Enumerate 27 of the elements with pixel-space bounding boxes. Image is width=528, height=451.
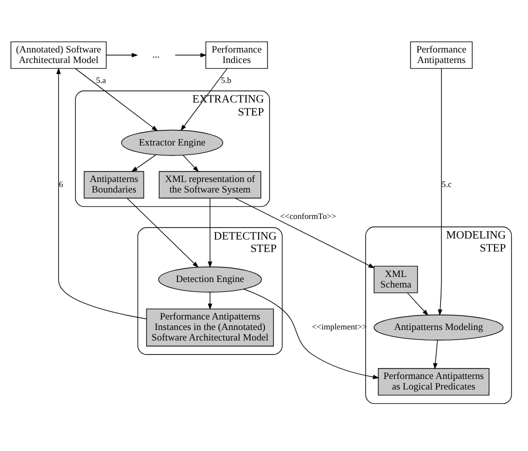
arrow bbox=[182, 154, 199, 172]
arrow bbox=[180, 68, 228, 131]
node-ellipse: Extractor Engine bbox=[121, 130, 224, 156]
arrow bbox=[174, 52, 207, 58]
node-box: Performance Antipatterns Instances in the (Annotated) Software Architectural Model bbox=[146, 308, 274, 346]
arrow bbox=[56, 68, 147, 320]
node-box: Performance Indices bbox=[205, 41, 268, 69]
arrow bbox=[131, 154, 156, 172]
node-ellipse: Antipatterns Modeling bbox=[374, 314, 504, 340]
node-box: Performance Antipatterns as Logical Predicates bbox=[378, 368, 490, 396]
node-box: XML representation of the Software System bbox=[158, 171, 262, 198]
arrow bbox=[407, 292, 428, 316]
arrow bbox=[208, 292, 212, 310]
node-box: Performance Antipatterns bbox=[410, 41, 473, 69]
arrow bbox=[106, 52, 138, 58]
arrow bbox=[126, 198, 199, 268]
node-text: ... bbox=[152, 50, 160, 61]
arrow bbox=[74, 68, 158, 132]
arrow bbox=[433, 340, 438, 370]
arrow bbox=[243, 288, 380, 380]
arrow bbox=[234, 198, 375, 268]
node-box: Antipatterns Boundaries bbox=[84, 171, 144, 198]
arrow bbox=[438, 68, 442, 316]
node-ellipse: Detection Engine bbox=[158, 266, 262, 292]
node-box: (Annotated) Software Architectural Model bbox=[10, 41, 107, 69]
arrow bbox=[208, 198, 212, 268]
node-box: XML Schema bbox=[374, 266, 418, 294]
